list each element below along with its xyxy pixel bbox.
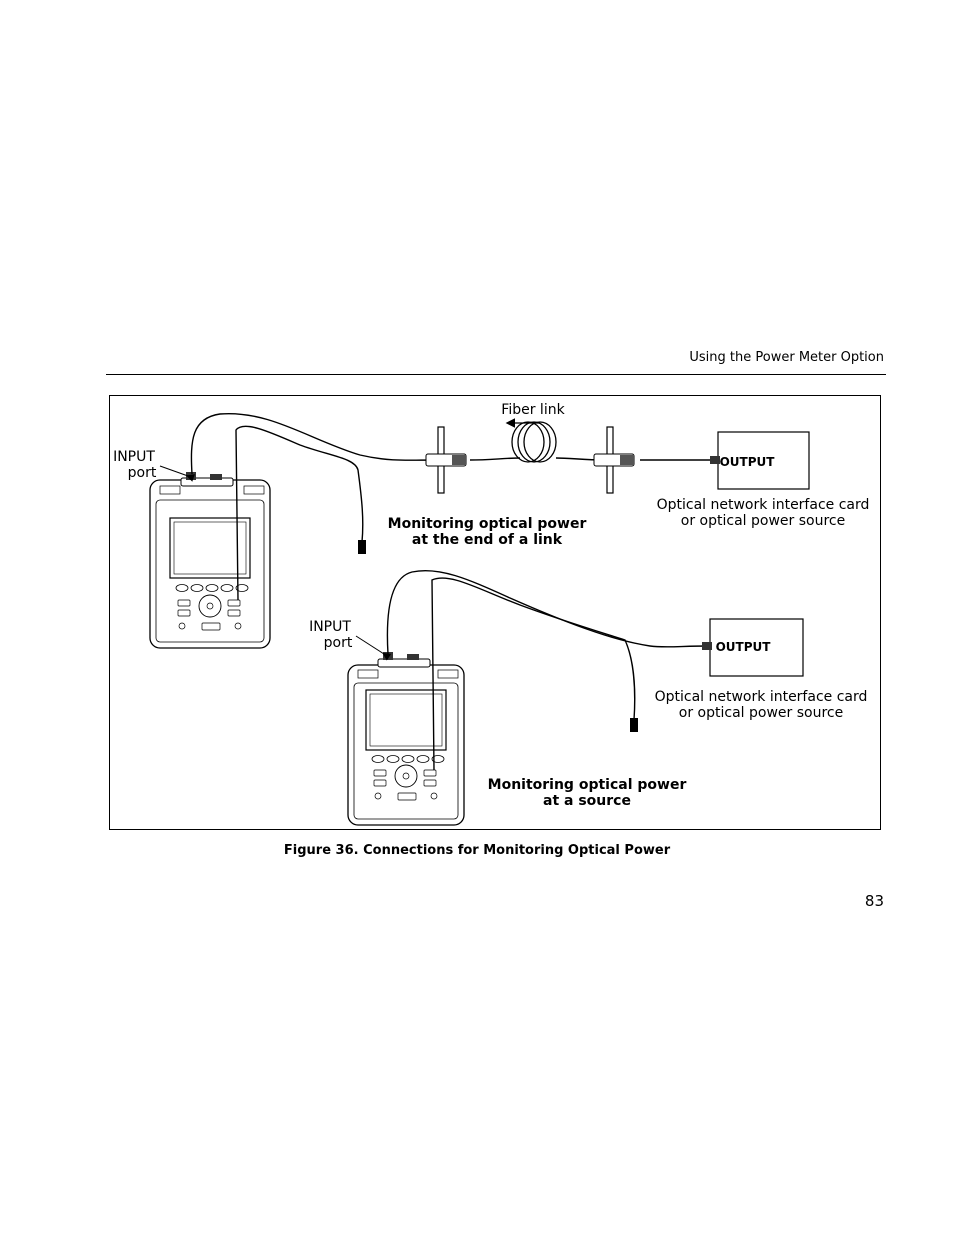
input-port-label-top-line1: INPUT <box>113 449 155 465</box>
nic-label-top-line1: Optical network interface card <box>657 497 870 513</box>
nic-label-bottom-line2: or optical power source <box>679 705 843 721</box>
fiber-connector-bottom <box>630 718 638 732</box>
tester-device-top <box>149 472 271 649</box>
bottom-caption-line2: at a source <box>543 793 631 809</box>
top-caption-line1: Monitoring optical power <box>388 516 587 532</box>
header-rule <box>106 374 886 375</box>
output-label-top: OUTPUT <box>720 455 776 469</box>
input-port-label-top-line2: port <box>128 465 157 481</box>
input-arrow-top <box>159 465 195 482</box>
page-number: 83 <box>864 892 884 910</box>
fiber-cables-bottom <box>386 569 711 771</box>
nic-label-bottom-line1: Optical network interface card <box>655 689 868 705</box>
top-caption-line2: at the end of a link <box>412 532 563 548</box>
figure-caption: Figure 36. Connections for Monitoring Op… <box>283 843 671 858</box>
fiber-coil <box>511 421 557 463</box>
output-connector-bottom <box>702 642 712 650</box>
figure-frame <box>109 395 881 830</box>
output-box-top <box>717 431 810 490</box>
bottom-caption-line1: Monitoring optical power <box>488 777 687 793</box>
patch-panel-right <box>593 426 635 494</box>
nic-label-top-line2: or optical power source <box>681 513 845 529</box>
output-connector-top <box>710 456 720 464</box>
fiber-link-label: Fiber link <box>501 402 565 418</box>
input-arrow-bottom <box>355 635 392 661</box>
tester-device-bottom <box>347 652 465 826</box>
input-port-label-bottom-line1: INPUT <box>309 619 351 635</box>
patch-panel-left <box>425 426 467 494</box>
input-port-label-bottom-line2: port <box>324 635 353 651</box>
fiber-connector-top <box>358 540 366 554</box>
fiber-cables-top <box>190 412 718 601</box>
running-header: Using the Power Meter Option <box>689 350 884 365</box>
output-box-bottom <box>709 618 804 677</box>
output-label-bottom: OUTPUT <box>716 640 772 654</box>
